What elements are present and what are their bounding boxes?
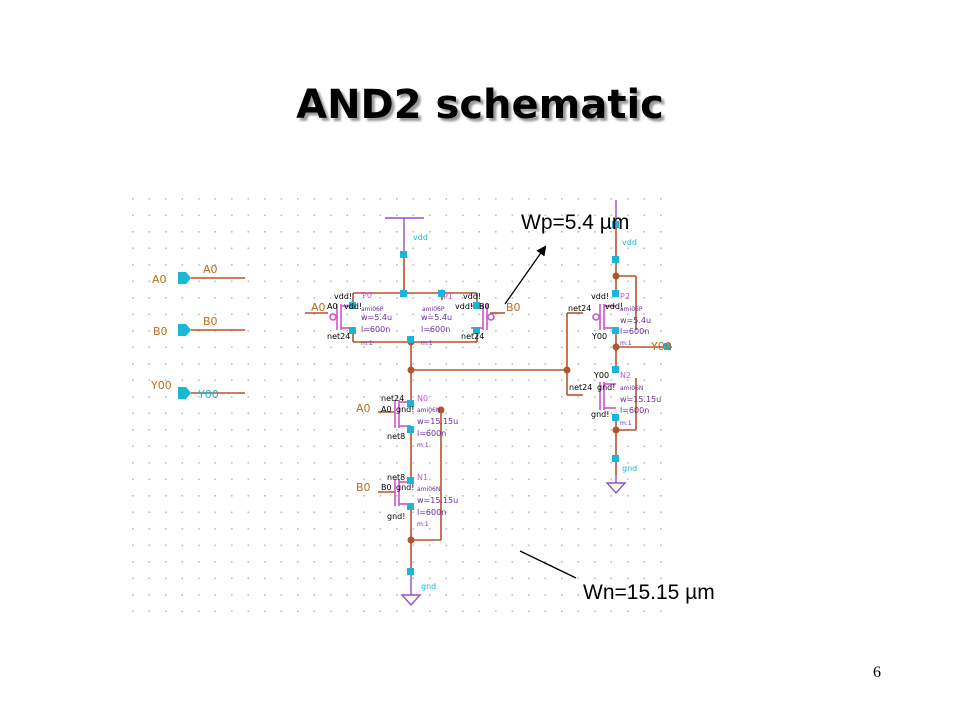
n0-name: N0: [417, 394, 428, 403]
p0-name: P0: [362, 291, 372, 300]
n2-bulk: gnd!: [597, 383, 615, 392]
p0-drain: net24: [327, 332, 350, 341]
p2-l: l=600n: [620, 327, 649, 336]
input-pin-a0: [178, 272, 191, 284]
n0-source: net8: [387, 432, 405, 441]
net-b0-right: B0: [506, 301, 521, 314]
n1-source: gnd!: [387, 512, 405, 521]
n2-drain: Y00: [593, 371, 609, 380]
gnd-label-left: gnd: [421, 582, 436, 591]
p0-body: vdd!: [334, 292, 352, 301]
p2-model: ami06P: [620, 306, 643, 313]
n1-name: N1: [417, 473, 428, 482]
n0-model: ami06N: [417, 407, 440, 414]
n2-name: N2: [620, 371, 631, 380]
net-b0-n1: B0: [356, 481, 371, 494]
pin-label-b0: B0: [153, 325, 168, 338]
n2-l: l=600n: [620, 406, 649, 415]
n0-w: w=15.15u: [417, 417, 458, 426]
pin-label-y00: Y00: [150, 379, 172, 392]
n2-model: ami06N: [620, 385, 643, 392]
gnd-symbol-left: [400, 594, 422, 607]
p1-name: P1: [443, 292, 453, 301]
pin-markers: [349, 221, 671, 575]
p0-m: m:1: [361, 340, 373, 347]
n1-gate: B0: [381, 483, 392, 492]
p1-w: w=5.4u: [421, 313, 452, 322]
grid-background: [128, 198, 676, 616]
net-y00-right: Y00: [650, 340, 672, 353]
p1-drain: net24: [461, 332, 484, 341]
net-a0-left: A0: [311, 301, 326, 314]
slide-title: AND2 schematic: [296, 82, 664, 128]
gnd-symbol-right: [605, 482, 627, 495]
p0-model: ami06P: [361, 306, 384, 313]
vdd-label-left: vdd: [413, 233, 428, 242]
n1-w: w=15.15u: [417, 496, 458, 505]
p0-gate: A0: [327, 302, 338, 311]
wn-callout-label: Wn=15.15 µm: [583, 581, 715, 604]
n2-gate: net24: [569, 383, 592, 392]
n2-w: w=15.15u: [620, 395, 661, 404]
pin-label-a0: A0: [152, 273, 167, 286]
p1-body: vdd!: [463, 292, 481, 301]
p2-gate: net24: [568, 304, 591, 313]
p1-m: m:1: [421, 340, 433, 347]
p1-bulk: vdd!: [455, 302, 473, 311]
n0-l: l=600n: [417, 429, 446, 438]
p1-gate: B0: [479, 302, 490, 311]
n1-drain: net8: [387, 473, 405, 482]
p0-w: w=5.4u: [361, 313, 392, 322]
output-pin-y00: [178, 387, 191, 399]
p1-l: l=600n: [421, 325, 450, 334]
p2-bulk: vdd!: [605, 302, 623, 311]
n0-drain: net24: [381, 394, 404, 403]
vdd-label-right: vdd: [622, 238, 637, 247]
wn-callout-arrow: [519, 550, 577, 579]
n0-bulk: gnd!: [396, 405, 414, 414]
gnd-label-right: gnd: [622, 464, 637, 473]
pin-net-a0: A0: [203, 263, 218, 276]
wp-callout-label: Wp=5.4 µm: [521, 211, 630, 234]
n1-model: ami06N: [417, 486, 440, 493]
n0-m: m:1: [417, 442, 429, 449]
p2-body: vdd!: [591, 292, 609, 301]
page-number: 6: [873, 664, 881, 681]
supply-lines: [385, 200, 617, 595]
pin-net-y00: Y00: [197, 388, 219, 401]
n2-m: m:1: [620, 420, 632, 427]
n2-source: gnd!: [591, 410, 609, 419]
n0-gate: A0: [381, 405, 392, 414]
net-a0-n0: A0: [356, 402, 371, 415]
wp-callout-arrow: [504, 245, 547, 305]
p1-model: ami06P: [422, 306, 445, 313]
p2-w: w=5.4u: [620, 316, 651, 325]
p2-drain: Y00: [591, 332, 607, 341]
p0-bulk: vdd!: [344, 302, 362, 311]
nmos-n2: [599, 382, 616, 410]
p2-m: m:1: [620, 340, 632, 347]
p0-l: l=600n: [361, 325, 390, 334]
n1-l: l=600n: [417, 508, 446, 517]
p2-name: P2: [620, 292, 630, 301]
n1-bulk: gnd!: [396, 483, 414, 492]
n1-m: m:1: [417, 521, 429, 528]
pin-net-b0: B0: [203, 315, 218, 328]
input-pin-b0: [178, 324, 191, 336]
